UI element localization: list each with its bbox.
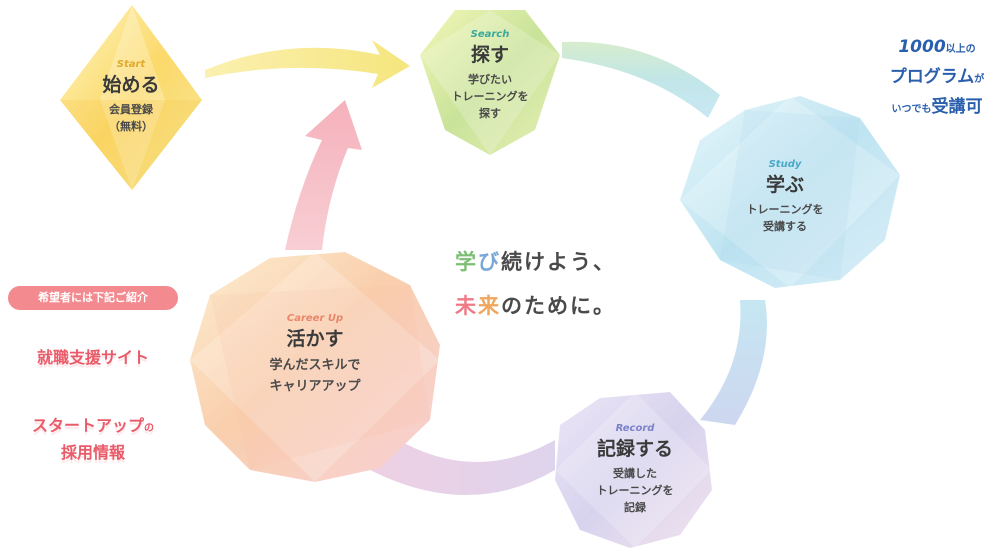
- step-start-desc: 会員登録 （無料）: [109, 103, 153, 133]
- arc-study-to-record: [700, 300, 767, 425]
- startup-recruit-link[interactable]: スタートアップの 採用情報: [8, 414, 178, 465]
- center-line-1: 学び続けよう、: [455, 240, 616, 284]
- job-support-link[interactable]: 就職支援サイト: [36, 348, 149, 367]
- step-search: Search 探す 学びたい トレーニングを 探す: [430, 28, 550, 122]
- arrow-career-to-search: [285, 100, 362, 250]
- step-study-desc: トレーニングを 受講する: [746, 203, 824, 233]
- step-record-desc: 受講した トレーニングを 記録: [596, 467, 674, 514]
- center-char-rai: 来: [478, 294, 501, 318]
- center-char-bi: び: [478, 250, 501, 274]
- promo-accept: 受講可: [931, 97, 983, 117]
- startup-recruit-line2: 採用情報: [60, 443, 125, 462]
- step-search-title: 探す: [470, 44, 509, 66]
- gem-search: [420, 10, 560, 155]
- step-career-desc: 学んだスキルで キャリアアップ: [269, 358, 361, 394]
- step-start-en: Start: [116, 59, 146, 70]
- center-char-mi: 未: [455, 294, 478, 318]
- step-record-en: Record: [615, 423, 655, 434]
- promo-num: 1000: [898, 37, 946, 57]
- step-record-title: 記録する: [596, 438, 673, 460]
- promo-prog: プログラム: [889, 67, 975, 87]
- step-study-title: 学ぶ: [765, 174, 804, 196]
- arc-search-to-study: [562, 41, 720, 119]
- promo-suffix1: 以上の: [945, 44, 976, 55]
- gem-career: [190, 252, 440, 482]
- center-line-2: 未来のために。: [455, 284, 616, 328]
- step-career-title: 活かす: [286, 328, 344, 350]
- arc-record-to-career: [370, 438, 555, 495]
- center-rest-1: 続けよう、: [501, 250, 616, 274]
- step-career: Career Up 活かす 学んだスキルで キャリアアップ: [245, 312, 385, 397]
- arrow-start-to-search: [205, 40, 410, 88]
- startup-recruit-line1: スタートアップ: [31, 416, 144, 435]
- startup-recruit-no: の: [144, 423, 154, 434]
- promo-block: 1000以上の プログラムが いつでも受講可: [872, 33, 1002, 123]
- center-message: 学び続けよう、 未来のために。: [455, 240, 616, 328]
- step-start: Start 始める 会員登録 （無料）: [70, 58, 192, 135]
- step-record: Record 記録する 受講した トレーニングを 記録: [575, 422, 695, 516]
- step-study-en: Study: [768, 159, 802, 170]
- center-char-manabu: 学: [455, 250, 478, 274]
- promo-anytime: いつでも: [891, 104, 932, 115]
- step-start-title: 始める: [102, 74, 160, 96]
- center-rest-2: のために。: [501, 294, 616, 318]
- step-search-en: Search: [470, 29, 510, 40]
- gem-record: [555, 392, 712, 548]
- promo-suffix2: が: [974, 74, 985, 85]
- step-search-desc: 学びたい トレーニングを 探す: [451, 73, 529, 120]
- intro-badge: 希望者には下記ご紹介: [8, 286, 178, 310]
- step-study: Study 学ぶ トレーニングを 受講する: [725, 158, 845, 235]
- step-career-en: Career Up: [286, 313, 344, 324]
- gem-study: [680, 96, 900, 288]
- gem-start: [60, 5, 202, 190]
